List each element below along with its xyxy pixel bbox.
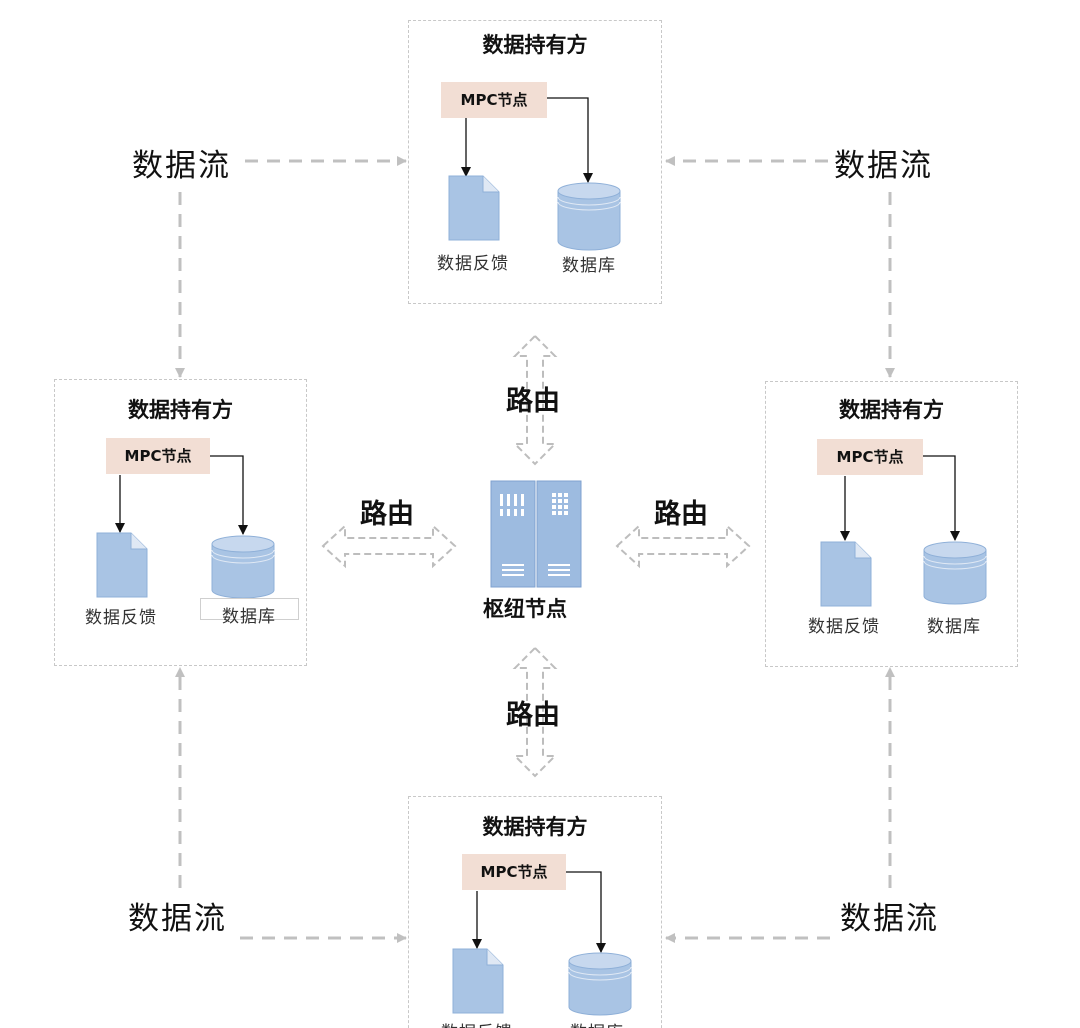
- db-label-box: [200, 598, 299, 620]
- db-label: 数据库: [927, 617, 981, 637]
- route-arrow-right: [615, 523, 751, 569]
- data-holder-bottom: 数据持有方 MPC节点 数据反馈 数据库: [408, 796, 662, 1028]
- holder-title: 数据持有方: [128, 397, 233, 422]
- route-label-left: 路由: [360, 499, 414, 530]
- route-label-right: 路由: [654, 499, 708, 530]
- flow-label-bottom-right: 数据流: [840, 901, 939, 937]
- db-label: 数据库: [547, 1018, 647, 1028]
- database-icon: [568, 952, 632, 1016]
- route-arrow-left: [321, 523, 457, 569]
- route-arrow-bottom: [512, 646, 558, 778]
- route-label-top: 路由: [506, 386, 560, 417]
- mpc-to-db-right: [922, 455, 960, 541]
- flow-label-bottom-left: 数据流: [128, 901, 227, 937]
- db-label: 数据库: [222, 607, 276, 627]
- holder-title: 数据持有方: [482, 32, 588, 57]
- holder-title: 数据持有方: [482, 814, 588, 839]
- database-icon: [211, 535, 275, 599]
- file-icon: [820, 541, 872, 607]
- mpc-node: MPC节点: [106, 438, 210, 474]
- hub-label: 枢纽节点: [483, 596, 567, 621]
- file-label: 数据反馈: [427, 1018, 527, 1028]
- mpc-to-db-left: [210, 455, 248, 535]
- mpc-to-db-top: [547, 97, 593, 183]
- server-icon: [490, 480, 582, 588]
- mpc-node: MPC节点: [462, 854, 566, 890]
- data-holder-top: 数据持有方 MPC节点 数据反馈 数据库: [408, 20, 662, 304]
- database-icon: [923, 541, 987, 605]
- database-icon: [557, 182, 621, 251]
- holder-title: 数据持有方: [839, 397, 944, 422]
- file-icon: [96, 532, 148, 598]
- flow-label-top-right: 数据流: [834, 148, 933, 184]
- file-icon: [452, 948, 504, 1014]
- route-label-bottom: 路由: [506, 700, 560, 731]
- file-label: 数据反馈: [808, 617, 880, 637]
- file-icon: [448, 175, 500, 241]
- file-label: 数据反馈: [85, 608, 157, 628]
- mpc-to-db-bottom: [566, 871, 606, 953]
- db-label: 数据库: [562, 256, 616, 276]
- file-label: 数据反馈: [437, 254, 509, 274]
- mpc-node: MPC节点: [441, 82, 547, 118]
- data-holder-left: 数据持有方 MPC节点 数据反馈 数据库: [54, 379, 307, 666]
- route-arrow-top: [512, 334, 558, 466]
- data-holder-right: 数据持有方 MPC节点 数据反馈 数据库: [765, 381, 1018, 667]
- flow-label-top-left: 数据流: [132, 148, 231, 184]
- mpc-node: MPC节点: [817, 439, 923, 475]
